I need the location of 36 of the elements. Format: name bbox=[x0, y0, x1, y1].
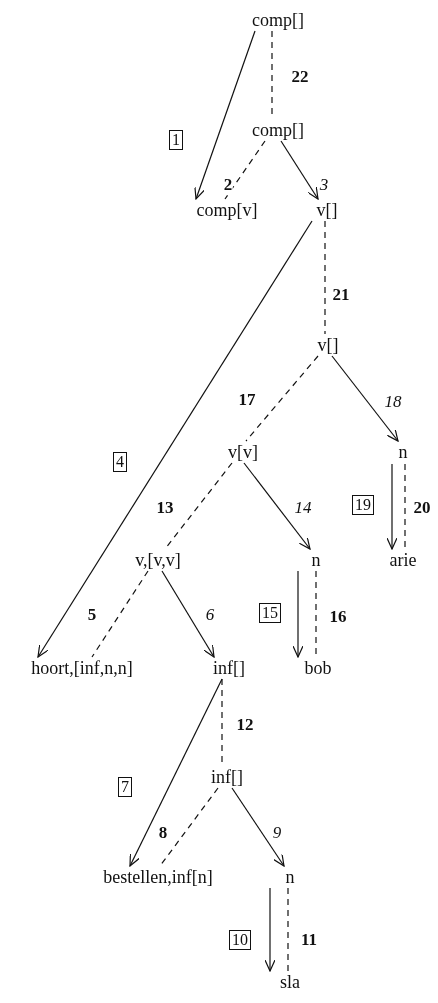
arrow bbox=[331, 355, 399, 442]
arrow bbox=[243, 462, 311, 550]
arrow bbox=[37, 220, 313, 658]
arrow bbox=[231, 787, 285, 867]
tree-node-label: comp[] bbox=[251, 10, 305, 30]
arrow bbox=[194, 30, 256, 200]
dashed-line bbox=[159, 787, 219, 867]
arrow bbox=[292, 570, 304, 658]
tree-node-label: inf[] bbox=[210, 767, 244, 787]
boxed-step-number: 1 bbox=[169, 130, 183, 150]
tree-node-label: v[] bbox=[316, 335, 340, 355]
tree-node-label: v,[v,v] bbox=[134, 550, 182, 570]
dashed-line bbox=[287, 887, 289, 972]
dashed-line bbox=[224, 140, 266, 200]
tree-node-label: v[] bbox=[315, 200, 339, 220]
arrow bbox=[280, 140, 319, 200]
tree-node-label: inf[] bbox=[212, 658, 246, 678]
tree-node-label: bestellen,inf[n] bbox=[102, 867, 214, 887]
dashed-line bbox=[404, 463, 406, 550]
arrow bbox=[386, 463, 398, 550]
arrow bbox=[264, 887, 276, 972]
tree-node-label: comp[] bbox=[251, 120, 305, 140]
boxed-step-number: 19 bbox=[352, 495, 374, 515]
boxed-step-number: 7 bbox=[118, 777, 132, 797]
boxed-step-number: 15 bbox=[259, 603, 281, 623]
dashed-line bbox=[91, 570, 149, 658]
step-number: 2 bbox=[223, 176, 233, 194]
dashed-line bbox=[324, 220, 326, 335]
dashed-line bbox=[245, 355, 319, 442]
tree-node-label: v[v] bbox=[227, 442, 259, 462]
tree-node-label: hoort,[inf,n,n] bbox=[30, 658, 134, 678]
boxed-step-number: 4 bbox=[113, 452, 127, 472]
boxed-step-number: 10 bbox=[229, 930, 251, 950]
tree-node-label: comp[v] bbox=[195, 200, 259, 220]
arrow bbox=[161, 570, 215, 658]
arrow bbox=[129, 678, 223, 867]
